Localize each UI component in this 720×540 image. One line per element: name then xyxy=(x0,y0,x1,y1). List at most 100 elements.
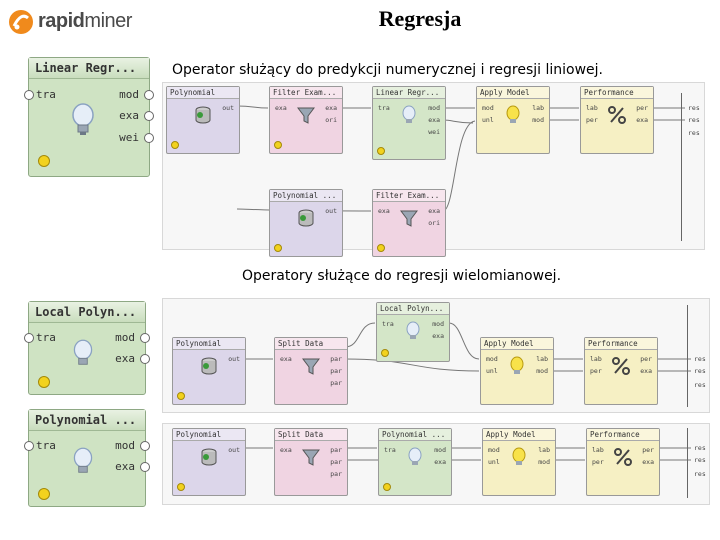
output-port-pin[interactable] xyxy=(144,111,154,121)
result-port-label[interactable]: res xyxy=(694,367,706,375)
result-port-label[interactable]: res xyxy=(688,104,700,112)
operator-linear-regression[interactable]: Linear Regr... tra mod exa wei xyxy=(372,86,446,160)
output-port-label: wei xyxy=(119,131,139,144)
operator-apply-model[interactable]: Apply Model mod unl lab mod xyxy=(482,428,556,496)
operator-polynomial-regression[interactable]: Polynomial ... tra mod exa xyxy=(378,428,452,496)
operator-performance[interactable]: Performance lab per per exa xyxy=(584,337,658,405)
result-port-label[interactable]: res xyxy=(694,381,706,389)
percent-icon xyxy=(608,106,626,124)
port-label: exa xyxy=(280,446,292,454)
result-port-label[interactable]: res xyxy=(688,129,700,137)
port-label: exa xyxy=(642,458,654,466)
status-indicator xyxy=(377,147,385,155)
operator-title: Apply Model xyxy=(481,338,553,350)
status-indicator xyxy=(38,488,50,500)
port-label: ori xyxy=(428,219,440,227)
operator-apply-model[interactable]: Apply Model mod unl lab mod xyxy=(476,86,550,154)
output-port-label: mod xyxy=(119,88,139,101)
status-indicator xyxy=(177,483,185,491)
port-label: lab xyxy=(536,355,548,363)
status-indicator xyxy=(381,349,389,357)
operator-polynomial-2[interactable]: Polynomial ... out xyxy=(269,189,343,257)
status-indicator xyxy=(177,392,185,400)
operator-polynomial[interactable]: Polynomial out xyxy=(166,86,240,154)
port-label: exa xyxy=(428,207,440,215)
process-canvas-polynomial[interactable]: Polynomial out Split Data exa par par pa… xyxy=(162,423,710,505)
result-port-label[interactable]: res xyxy=(688,116,700,124)
operator-performance[interactable]: Performance lab per per exa xyxy=(580,86,654,154)
port-label: lab xyxy=(586,104,598,112)
port-label: mod xyxy=(428,104,440,112)
operator-title: Polynomial ... xyxy=(379,429,451,441)
output-port-pin[interactable] xyxy=(140,462,150,472)
operator-filter-examples-2[interactable]: Filter Exam... exa exa ori xyxy=(372,189,446,257)
database-icon xyxy=(195,106,211,124)
input-port-pin[interactable] xyxy=(24,333,34,343)
port-label: exa xyxy=(432,332,444,340)
operator-title: Performance xyxy=(585,338,657,350)
port-label: ori xyxy=(325,116,337,124)
polynomial-regression-operator-zoom[interactable]: Polynomial ... tra mod exa xyxy=(24,409,150,507)
port-label: mod xyxy=(434,446,446,454)
input-port-pin[interactable] xyxy=(24,90,34,100)
caption-polynomial: Operatory służące do regresji wielomiano… xyxy=(242,268,562,284)
status-indicator xyxy=(383,483,391,491)
result-port-label[interactable]: res xyxy=(694,470,706,478)
port-label: par xyxy=(330,470,342,478)
local-polynomial-operator-zoom[interactable]: Local Polyn... tra mod exa xyxy=(24,301,150,395)
funnel-icon xyxy=(400,210,418,227)
linear-regression-operator-zoom[interactable]: Linear Regr... tra mod exa wei xyxy=(24,57,154,177)
port-label: tra xyxy=(378,104,390,112)
operator-title: Filter Exam... xyxy=(373,190,445,202)
status-indicator xyxy=(38,155,50,167)
output-port-pin[interactable] xyxy=(140,354,150,364)
input-port-label: tra xyxy=(36,439,56,452)
output-port-label: mod xyxy=(115,439,135,452)
output-port-pin[interactable] xyxy=(144,133,154,143)
operator-title: Apply Model xyxy=(483,429,555,441)
result-port-bar xyxy=(687,305,688,407)
port-label: wei xyxy=(428,128,440,136)
process-canvas-local-polynomial[interactable]: Polynomial out Split Data exa par par pa… xyxy=(162,298,710,413)
port-label: mod xyxy=(536,367,548,375)
port-label: exa xyxy=(325,104,337,112)
operator-polynomial[interactable]: Polynomial out xyxy=(172,337,246,405)
lightbulb-icon xyxy=(406,321,420,339)
result-port-bar xyxy=(681,93,682,241)
database-icon xyxy=(298,209,314,227)
operator-title: Filter Exam... xyxy=(270,87,342,99)
input-port-pin[interactable] xyxy=(24,441,34,451)
operator-split-data[interactable]: Split Data exa par par par xyxy=(274,428,348,496)
operator-performance[interactable]: Performance lab per per exa xyxy=(586,428,660,496)
lightbulb-icon xyxy=(72,103,94,135)
result-port-label[interactable]: res xyxy=(694,355,706,363)
operator-split-data[interactable]: Split Data exa par par par xyxy=(274,337,348,405)
operator-title: Performance xyxy=(581,87,653,99)
result-port-label[interactable]: res xyxy=(694,444,706,452)
port-label: exa xyxy=(280,355,292,363)
output-port-pin[interactable] xyxy=(140,441,150,451)
port-label: exa xyxy=(428,116,440,124)
port-label: par xyxy=(330,458,342,466)
port-label: mod xyxy=(538,458,550,466)
operator-title: Apply Model xyxy=(477,87,549,99)
port-label: per xyxy=(592,458,604,466)
process-canvas-linear[interactable]: Polynomial out Filter Exam... exa exa or… xyxy=(162,82,705,257)
port-label: exa xyxy=(434,458,446,466)
operator-apply-model[interactable]: Apply Model mod unl lab mod xyxy=(480,337,554,405)
result-port-label[interactable]: res xyxy=(694,456,706,464)
output-port-pin[interactable] xyxy=(144,90,154,100)
port-label: mod xyxy=(432,320,444,328)
page-title: Regresja xyxy=(378,6,462,31)
output-port-pin[interactable] xyxy=(140,333,150,343)
lightbulb-icon xyxy=(402,105,416,123)
operator-local-polynomial[interactable]: Local Polyn... tra mod exa xyxy=(376,302,450,362)
output-port-label: mod xyxy=(115,331,135,344)
operator-title: Polynomial xyxy=(173,429,245,441)
lightbulb-icon xyxy=(73,339,93,365)
operator-title: Split Data xyxy=(275,338,347,350)
port-label: lab xyxy=(592,446,604,454)
operator-polynomial[interactable]: Polynomial out xyxy=(172,428,246,496)
operator-filter-examples[interactable]: Filter Exam... exa exa ori xyxy=(269,86,343,154)
lightbulb-icon xyxy=(408,447,422,465)
